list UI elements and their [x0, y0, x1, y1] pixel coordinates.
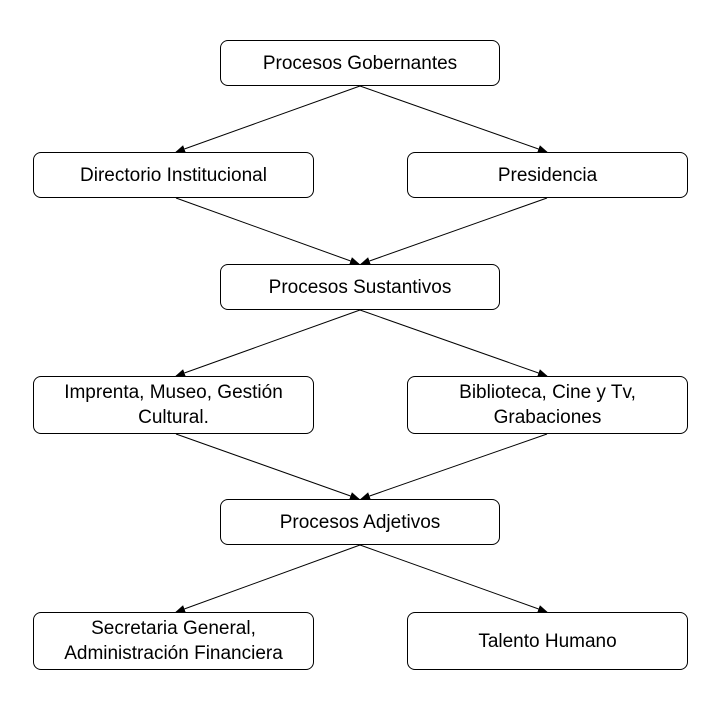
node-label-line-1: Secretaria General,	[91, 618, 256, 639]
node-secretaria-general-administracion-financiera: Secretaria General, Administración Finan…	[33, 612, 314, 670]
arrow-imprenta-to-adjetivos	[175, 433, 360, 500]
node-label: Directorio Institucional	[80, 164, 267, 186]
node-label-line-2: Administración Financiera	[64, 643, 283, 664]
node-presidencia: Presidencia	[407, 152, 688, 198]
node-label: Presidencia	[497, 164, 598, 186]
arrow-gobernantes-to-directorio	[175, 85, 361, 153]
arrow-sustantivos-to-biblioteca	[359, 309, 548, 377]
node-label-line-1: Biblioteca, Cine y Tv,	[459, 382, 636, 403]
node-biblioteca-cine-tv-grabaciones: Biblioteca, Cine y Tv, Grabaciones	[407, 376, 688, 434]
node-label-line-2: Cultural.	[138, 407, 209, 428]
node-procesos-sustantivos: Procesos Sustantivos	[220, 264, 500, 310]
arrow-biblioteca-to-adjetivos	[360, 433, 548, 500]
arrow-adjetivos-to-talento	[359, 544, 548, 613]
node-label: Talento Humano	[478, 630, 617, 652]
node-talento-humano: Talento Humano	[407, 612, 688, 670]
node-imprenta-museo-gestion-cultural: Imprenta, Museo, Gestión Cultural.	[33, 376, 314, 434]
arrow-sustantivos-to-imprenta	[175, 309, 361, 377]
node-label: Procesos Sustantivos	[268, 276, 452, 298]
arrow-presidencia-to-sustantivos	[360, 197, 548, 265]
arrow-gobernantes-to-presidencia	[359, 85, 548, 153]
node-directorio-institucional: Directorio Institucional	[33, 152, 314, 198]
node-procesos-adjetivos: Procesos Adjetivos	[220, 499, 500, 545]
node-label: Procesos Adjetivos	[279, 511, 441, 533]
node-label-line-1: Imprenta, Museo, Gestión	[64, 382, 283, 403]
node-label-line-2: Grabaciones	[493, 407, 602, 428]
arrow-directorio-to-sustantivos	[175, 197, 360, 265]
node-procesos-gobernantes: Procesos Gobernantes	[220, 40, 500, 86]
node-label: Procesos Gobernantes	[262, 52, 458, 74]
arrow-adjetivos-to-secretaria	[175, 544, 361, 613]
